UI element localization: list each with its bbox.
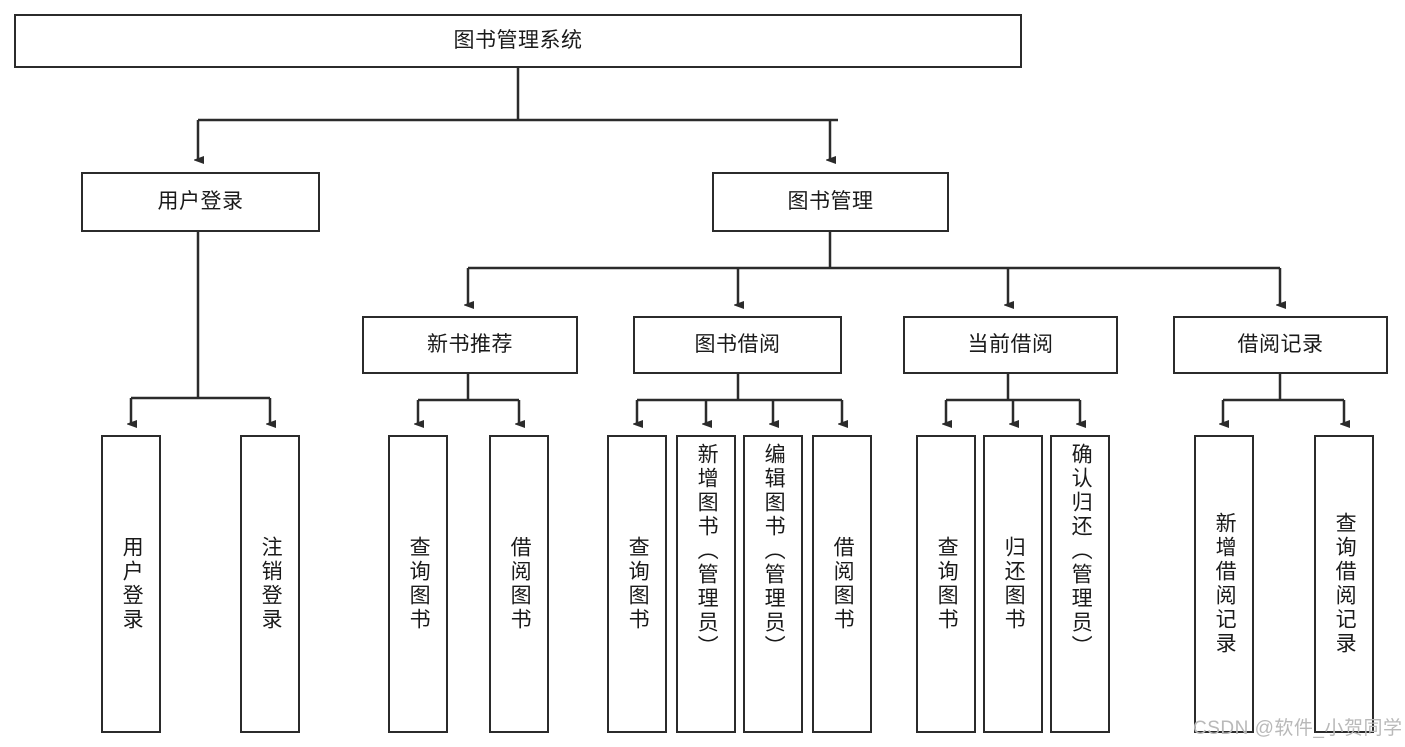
leaf-query-record-label: 查询借阅记录	[1333, 512, 1357, 656]
leaf-return-book[interactable]: 归还图书	[983, 435, 1043, 733]
leaf-add-book[interactable]: 新增图书（管理员）	[676, 435, 736, 733]
leaf-user-login[interactable]: 用户登录	[101, 435, 161, 733]
node-book-borrow-label: 图书借阅	[694, 333, 781, 357]
leaf-add-book-label: 新增图书（管理员）	[695, 443, 719, 659]
leaf-borrow-book-2-label: 借阅图书	[831, 536, 855, 632]
leaf-return-book-label: 归还图书	[1002, 536, 1026, 632]
node-root-label: 图书管理系统	[453, 29, 583, 53]
leaf-query-book-3-label: 查询图书	[935, 536, 959, 632]
leaf-user-login-label: 用户登录	[120, 536, 144, 632]
node-book-borrow[interactable]: 图书借阅	[633, 316, 842, 374]
leaf-query-book-2[interactable]: 查询图书	[607, 435, 667, 733]
leaf-query-book-2-label: 查询图书	[626, 536, 650, 632]
node-user-login-label: 用户登录	[157, 190, 244, 214]
node-root[interactable]: 图书管理系统	[14, 14, 1022, 68]
node-borrow-record[interactable]: 借阅记录	[1173, 316, 1388, 374]
leaf-query-book-1[interactable]: 查询图书	[388, 435, 448, 733]
watermark: CSDN @软件_小贺同学	[1193, 718, 1403, 739]
leaf-borrow-book-1[interactable]: 借阅图书	[489, 435, 549, 733]
leaf-query-book-1-label: 查询图书	[407, 536, 431, 632]
leaf-add-record[interactable]: 新增借阅记录	[1194, 435, 1254, 733]
leaf-borrow-book-2[interactable]: 借阅图书	[812, 435, 872, 733]
leaf-user-logout[interactable]: 注销登录	[240, 435, 300, 733]
leaf-edit-book[interactable]: 编辑图书（管理员）	[743, 435, 803, 733]
leaf-query-record[interactable]: 查询借阅记录	[1314, 435, 1374, 733]
leaf-confirm-return-label: 确认归还（管理员）	[1069, 443, 1093, 659]
leaf-borrow-book-1-label: 借阅图书	[508, 536, 532, 632]
leaf-query-book-3[interactable]: 查询图书	[916, 435, 976, 733]
leaf-add-record-label: 新增借阅记录	[1213, 512, 1237, 656]
node-book-manage[interactable]: 图书管理	[712, 172, 949, 232]
leaf-confirm-return[interactable]: 确认归还（管理员）	[1050, 435, 1110, 733]
node-current-borrow-label: 当前借阅	[967, 333, 1054, 357]
node-book-manage-label: 图书管理	[787, 190, 874, 214]
node-borrow-record-label: 借阅记录	[1237, 333, 1324, 357]
leaf-edit-book-label: 编辑图书（管理员）	[762, 443, 786, 659]
node-user-login[interactable]: 用户登录	[81, 172, 320, 232]
node-current-borrow[interactable]: 当前借阅	[903, 316, 1118, 374]
node-new-book-recommend-label: 新书推荐	[427, 333, 513, 357]
node-new-book-recommend[interactable]: 新书推荐	[362, 316, 578, 374]
leaf-user-logout-label: 注销登录	[259, 536, 283, 632]
